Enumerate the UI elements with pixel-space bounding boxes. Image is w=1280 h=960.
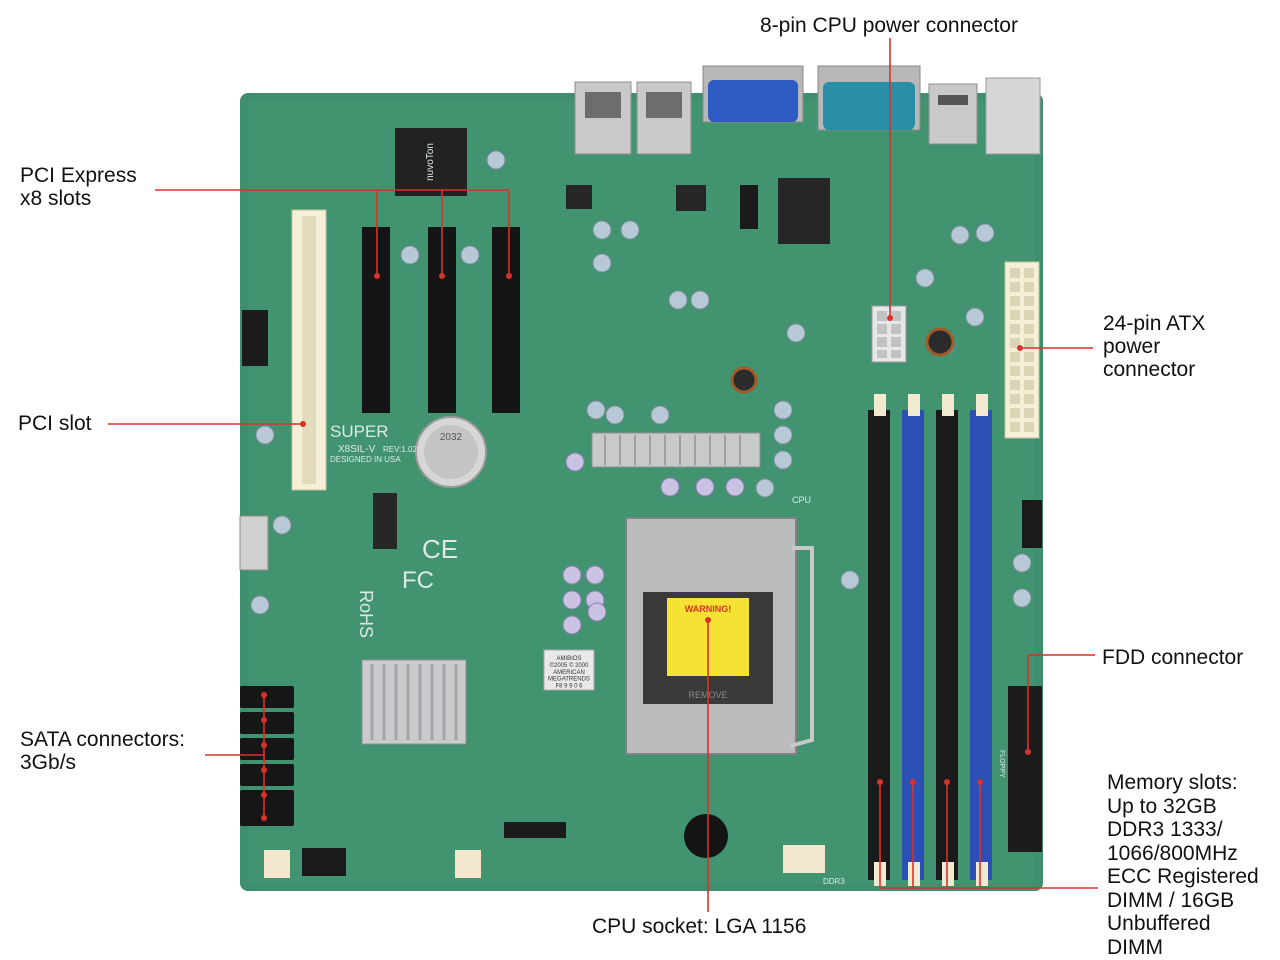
com-header — [740, 185, 758, 229]
leader-sata — [205, 692, 267, 821]
capacitors — [250, 150, 1032, 615]
leader-atx — [1017, 345, 1093, 351]
cpu-silk-label: CPU — [792, 495, 811, 505]
socket-lever — [789, 546, 814, 748]
callout-fdd: FDD connector — [1102, 646, 1244, 669]
callout-pcie: PCI Express x8 slots — [20, 164, 137, 210]
leader-fdd — [1025, 654, 1095, 755]
callout-memory: Memory slots: Up to 32GB DDR3 1333/ 1066… — [1107, 771, 1259, 959]
dimm-slot-1 — [868, 410, 890, 880]
designed-label: DESIGNED IN USA — [330, 455, 401, 464]
fdd-connector — [1008, 686, 1042, 852]
fan-header-3 — [783, 845, 825, 873]
pcie-slot-3 — [492, 227, 520, 413]
fan-header-2 — [455, 850, 481, 878]
floppy-silk-label: FLOPPY — [998, 750, 1005, 778]
bios-chip — [373, 493, 397, 549]
amibios-sticker — [543, 649, 595, 691]
atx-pins — [1010, 268, 1034, 432]
rohs-mark: RoHS — [356, 590, 376, 638]
small-chip-2 — [676, 185, 706, 211]
callout-sata: SATA connectors: 3Gb/s — [20, 728, 185, 774]
leader-cpu-power — [887, 38, 893, 321]
callout-cpu-power: 8-pin CPU power connector — [760, 14, 1018, 37]
heatsink-fins — [604, 435, 741, 465]
ddr3-silk-label: DDR3 — [823, 877, 845, 886]
io-header-left — [242, 310, 268, 366]
leader-pcie — [155, 189, 512, 279]
nuvoton-label: nuvoTon — [425, 143, 436, 181]
ce-mark: CE — [422, 534, 458, 564]
inductors — [730, 327, 955, 394]
front-panel-header — [302, 848, 346, 876]
usb-header — [504, 822, 566, 838]
dimm-slot-4 — [970, 410, 992, 880]
callout-atx: 24-pin ATX power connector — [1103, 312, 1206, 381]
pcie-slot-1 — [362, 227, 390, 413]
small-chip-1 — [566, 185, 592, 209]
usb-port — [928, 83, 978, 145]
tpm-header — [1022, 500, 1042, 548]
warning-title: WARNING! — [685, 604, 732, 614]
chipset-heatsink-fins — [370, 664, 458, 740]
chipset-heatsink — [361, 659, 467, 745]
leader-pci — [108, 421, 306, 427]
sata-connectors — [240, 686, 294, 826]
dimm-latches — [874, 394, 988, 886]
fcc-mark: FC — [402, 567, 434, 594]
supermicro-brand: SUPER — [330, 422, 389, 441]
purple-capacitors — [562, 452, 745, 635]
leader-memory — [877, 779, 1098, 889]
fan-header-1 — [264, 850, 290, 878]
callout-pci: PCI slot — [18, 412, 92, 435]
dimm-slot-2 — [902, 410, 924, 880]
super-io-chip — [395, 128, 467, 196]
buzzer — [684, 814, 728, 858]
dimm-slot-3 — [936, 410, 958, 880]
callout-cpu-socket: CPU socket: LGA 1156 — [592, 915, 807, 938]
rear-io — [574, 65, 1041, 155]
lan-chip — [778, 178, 830, 244]
battery-label: 2032 — [440, 432, 463, 443]
ps2-port — [985, 77, 1041, 155]
model-label: X8SIL-V — [338, 444, 376, 455]
usb-internal — [239, 515, 269, 571]
leader-cpu-socket — [705, 617, 711, 912]
cpu-power-pins — [877, 311, 901, 358]
rev-label: REV:1.02 — [383, 445, 417, 454]
